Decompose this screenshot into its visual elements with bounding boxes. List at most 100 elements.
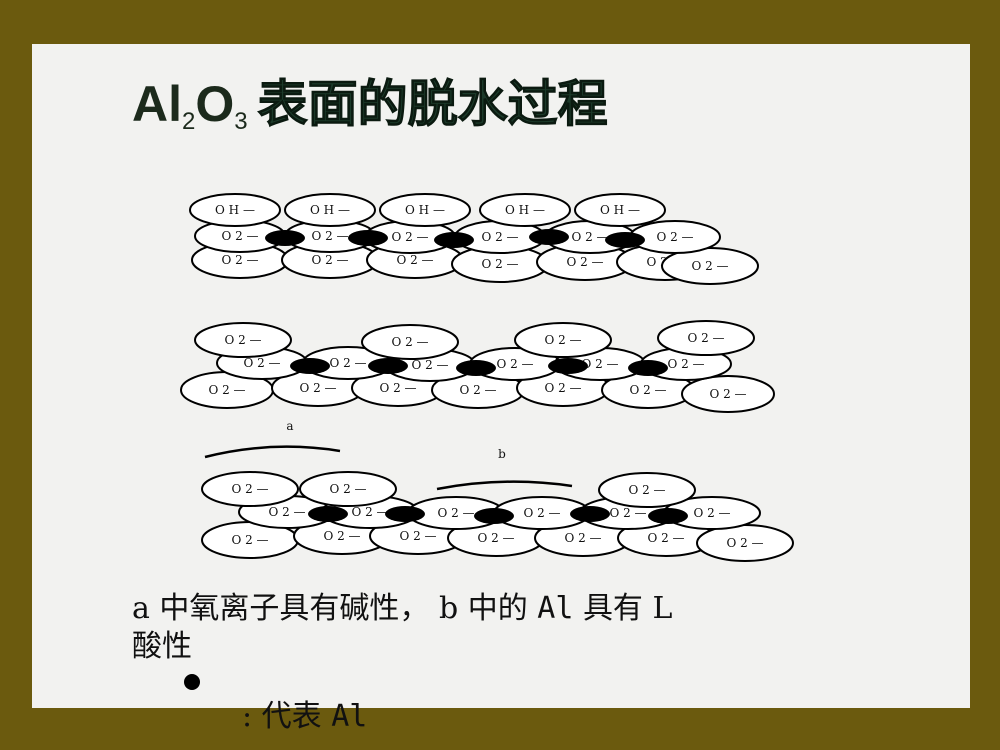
layer3-middle-o2-ion-label: O 2 — (351, 505, 388, 519)
label-a: a (286, 419, 293, 433)
layer2-bottom-o2-ion-label: O 2 — (629, 383, 666, 397)
layer3-bottom-o2-ion-label: O 2 — (477, 531, 514, 545)
layer2-top-o2-ion-label: O 2 — (391, 335, 428, 349)
layer2-bottom-o2-ion (681, 375, 775, 413)
caption-part-d: 酸性 (132, 629, 192, 664)
layer3-al-ion (570, 506, 610, 522)
layer2-top-o2-ion-label: O 2 — (224, 333, 261, 347)
layer2-top-o2-ion-label: O 2 — (687, 331, 724, 345)
layer1-oh-ion (479, 193, 571, 227)
layer3-top-o2-ion (201, 471, 299, 507)
layer1-al-ion (348, 230, 388, 246)
layer3-bottom-o2-ion-label: O 2 — (231, 533, 268, 547)
layer1-oh-ion-label: O H — (600, 203, 640, 217)
layer1-oh-ion (284, 193, 376, 227)
layer1-middle-o2-ion-label: O 2 — (221, 229, 258, 243)
layer2-top-o2-ion-label: O 2 — (544, 333, 581, 347)
layer1-oh-ion-label: O H — (310, 203, 350, 217)
caption-al: Al (537, 591, 574, 626)
title-sub-3: 3 (234, 108, 248, 135)
layer3-top-o2-ion-label: O 2 — (329, 482, 366, 496)
layer2-top-o2-ion (361, 324, 459, 360)
layer3-middle-o2-ion-label: O 2 — (693, 506, 730, 520)
title-sub-2: 2 (182, 108, 196, 135)
layer3-middle-o2-ion-label: O 2 — (268, 505, 305, 519)
layer2-top-o2-ion (514, 322, 612, 358)
layer3-bottom-o2-ion-label: O 2 — (564, 531, 601, 545)
arc-b (436, 480, 573, 491)
layer3-bottom-o2-ion-label: O 2 — (399, 529, 436, 543)
caption: a 中氧离子具有碱性， b 中的 Al 具有 L 酸性 (132, 590, 932, 666)
layer2-al-ion (456, 360, 496, 376)
layer3-top-o2-ion-label: O 2 — (231, 482, 268, 496)
caption-part-c: 具有 L (582, 591, 673, 626)
layer3-middle-o2-ion-label: O 2 — (523, 506, 560, 520)
layer3-bottom-o2-ion-label: O 2 — (726, 536, 763, 550)
layer3-top-o2-ion (598, 472, 696, 508)
arc-a (204, 445, 341, 459)
layer3-middle-o2-ion-label: O 2 — (437, 506, 474, 520)
layer3-al-ion (308, 506, 348, 522)
page-title: Al2O3 表面的脱水过程 (132, 74, 608, 152)
layer1-middle-o2-ion-label: O 2 — (311, 229, 348, 243)
label-b: b (498, 447, 506, 461)
layer2-bottom-o2-ion-label: O 2 — (709, 387, 746, 401)
layer2-bottom-o2-ion-label: O 2 — (379, 381, 416, 395)
layer2-middle-o2-ion-label: O 2 — (581, 357, 618, 371)
layer3-top-o2-ion-label: O 2 — (628, 483, 665, 497)
layer2-middle-o2-ion-label: O 2 — (329, 356, 366, 370)
legend-text: : 代表 Al (242, 698, 367, 736)
layer2-middle-o2-ion-label: O 2 — (496, 357, 533, 371)
layer2-middle-o2-ion-label: O 2 — (243, 356, 280, 370)
layer2-top-o2-ion (657, 320, 755, 356)
legend-label: : 代表 (242, 699, 322, 734)
layer1-oh-ion-label: O H — (405, 203, 445, 217)
layer2-bottom-o2-ion-label: O 2 — (299, 381, 336, 395)
layer2-al-ion (368, 358, 408, 374)
layer1-bottom-o2-ion-label: O 2 — (481, 257, 518, 271)
title-al: Al (132, 76, 182, 132)
layer3-middle-o2-ion-label: O 2 — (609, 506, 646, 520)
layer1-middle-o2-ion-label: O 2 — (481, 230, 518, 244)
layer2-bottom-o2-ion-label: O 2 — (544, 381, 581, 395)
layer1-oh-ion (189, 193, 281, 227)
layer3-bottom-o2-ion-label: O 2 — (323, 529, 360, 543)
layer1-bottom-o2-ion-label: O 2 — (311, 253, 348, 267)
title-chinese: 表面的脱水过程 (257, 75, 608, 134)
layer1-al-ion (605, 232, 645, 248)
layer3-al-ion (385, 506, 425, 522)
layer1-oh-ion (379, 193, 471, 227)
title-o: O (195, 76, 235, 132)
legend-al: Al (331, 699, 368, 734)
caption-part-a: a 中氧离子具有碱性， (132, 591, 430, 626)
layer1-oh-ion-label: O H — (505, 203, 545, 217)
layer2-bottom-o2-ion-label: O 2 — (208, 383, 245, 397)
layer2-al-ion (548, 358, 588, 374)
layer1-oh-ion-label: O H — (215, 203, 255, 217)
al-legend-dot (184, 674, 200, 690)
layer3-top-o2-ion (299, 471, 397, 507)
layer1-middle-o2-ion-label: O 2 — (656, 230, 693, 244)
layer1-oh-ion (574, 193, 666, 227)
layer2-middle-o2-ion-label: O 2 — (667, 357, 704, 371)
layer2-bottom-o2-ion-label: O 2 — (459, 383, 496, 397)
layer3-al-ion (474, 508, 514, 524)
layer3-bottom-o2-ion-label: O 2 — (647, 531, 684, 545)
layer1-al-ion (529, 229, 569, 245)
layer2-top-o2-ion (194, 322, 292, 358)
layer1-middle-o2-ion-label: O 2 — (391, 230, 428, 244)
dehydration-diagram: O 2 —O 2 —O 2 —O 2 —O 2 —O 2 —O 2 —O 2 —… (180, 193, 794, 562)
layer1-bottom-o2-ion-label: O 2 — (566, 255, 603, 269)
caption-part-b: b 中的 (438, 591, 528, 626)
layer1-middle-o2-ion-label: O 2 — (571, 230, 608, 244)
layer1-bottom-o2-ion-label: O 2 — (221, 253, 258, 267)
layer1-bottom-o2-ion-label: O 2 — (396, 253, 433, 267)
layer3-al-ion (648, 508, 688, 524)
layer2-al-ion (628, 360, 668, 376)
layer1-bottom-o2-ion-label: O 2 — (691, 259, 728, 273)
layer2-al-ion (290, 358, 330, 374)
layer1-al-ion (434, 232, 474, 248)
layer1-al-ion (265, 230, 305, 246)
layer2-middle-o2-ion-label: O 2 — (411, 358, 448, 372)
